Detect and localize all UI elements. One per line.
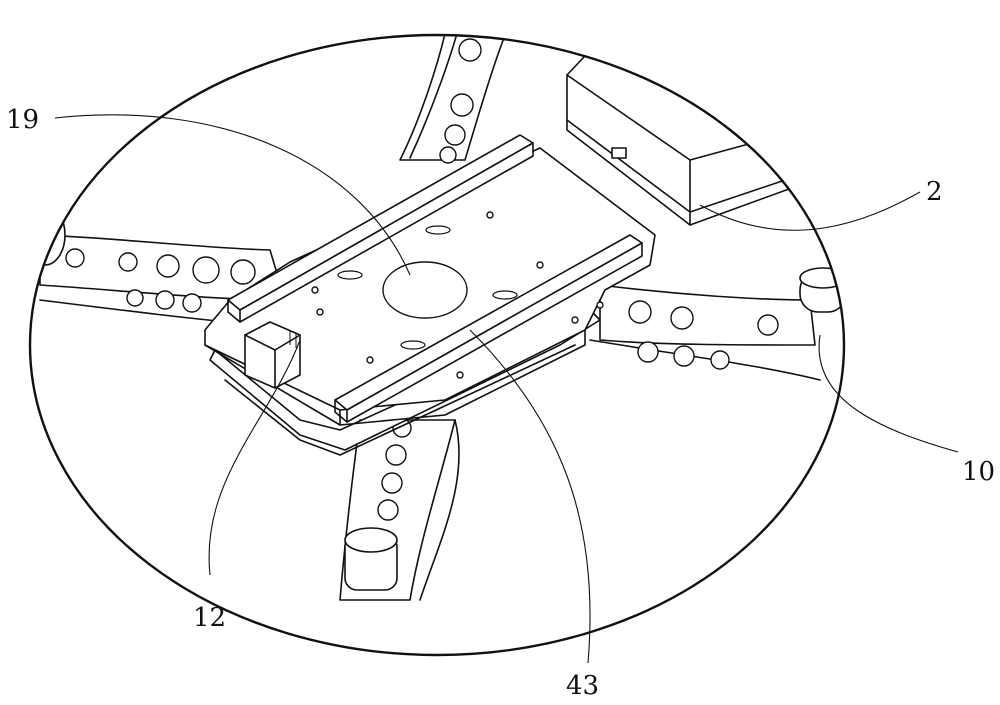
leader-19 <box>54 114 411 276</box>
callout-12: 12 <box>193 603 226 633</box>
rail-upper <box>227 134 534 323</box>
leader-2 <box>699 191 921 231</box>
leader-10 <box>818 334 959 453</box>
callout-43: 43 <box>566 671 599 701</box>
callout-19: 19 <box>6 105 39 135</box>
mounting-plate <box>204 147 656 426</box>
leader-43 <box>469 329 591 664</box>
connector-block <box>244 321 301 389</box>
arm-upper-right <box>399 35 521 164</box>
detail-ellipse <box>28 33 846 657</box>
arm-right <box>589 267 844 381</box>
magnified-detail <box>30 35 844 601</box>
callout-10: 10 <box>962 457 995 487</box>
callout-2: 2 <box>926 177 943 207</box>
leader-12 <box>208 339 301 576</box>
rail-lower <box>334 234 643 423</box>
